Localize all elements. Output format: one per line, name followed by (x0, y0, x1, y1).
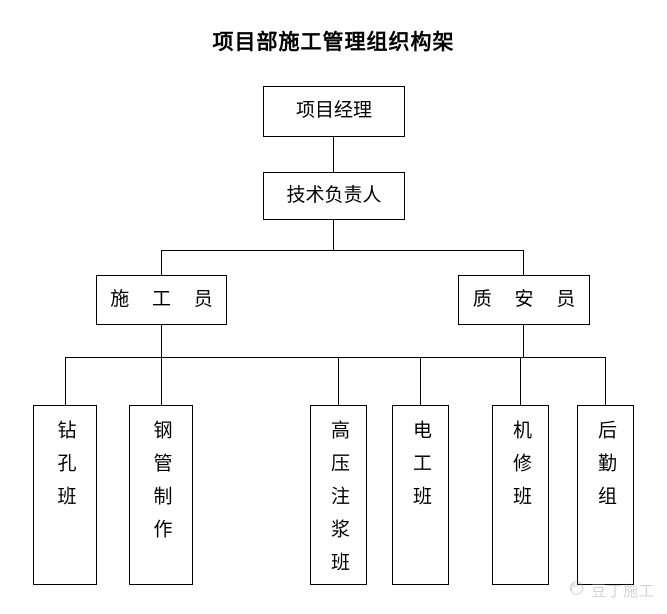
node-construction-officer[interactable]: 施 工 员 (96, 275, 227, 325)
connector-bus-level4 (65, 357, 606, 359)
node-quality-safety-officer[interactable]: 质 安 员 (458, 275, 590, 325)
node-label: 技术负责人 (286, 184, 382, 206)
node-electrician-team[interactable]: 电工班 (392, 405, 449, 585)
node-project-manager[interactable]: 项目经理 (263, 86, 405, 137)
node-technical-director[interactable]: 技术负责人 (263, 172, 405, 220)
node-label: 项目经理 (295, 100, 372, 122)
node-label: 质 安 员 (472, 288, 585, 310)
connector-pm-to-td (333, 137, 335, 172)
node-machine-repair-team[interactable]: 机修班 (492, 405, 549, 585)
connector-bus-to-steel-pipe-fabrication (161, 357, 163, 405)
connector-quality-safety-officer-stem (523, 325, 525, 357)
connector-bus-to-high-pressure-grouting-team (338, 357, 340, 405)
connector-bus-to-machine-repair-team (520, 357, 522, 405)
node-label: 高压注浆班 (328, 420, 349, 585)
node-label: 施 工 员 (110, 288, 222, 310)
node-label: 电工班 (410, 420, 431, 519)
node-label: 钻孔班 (54, 420, 76, 519)
node-logistics-group[interactable]: 后勤组 (577, 405, 634, 585)
node-label: 后勤组 (595, 420, 616, 519)
connector-bus-to-construction-officer (161, 250, 163, 275)
connector-bus-to-quality-safety-officer (523, 250, 525, 275)
connector-td-stem (333, 220, 335, 250)
connector-bus-to-logistics-group (605, 357, 607, 405)
node-label: 钢管制作 (150, 420, 172, 552)
node-drilling-team[interactable]: 钻孔班 (33, 405, 97, 585)
connector-construction-officer-stem (161, 325, 163, 357)
node-label: 机修班 (510, 420, 531, 519)
node-high-pressure-grouting-team[interactable]: 高压注浆班 (310, 405, 367, 585)
connector-bus-to-drilling-team (65, 357, 67, 405)
node-steel-pipe-fabrication[interactable]: 钢管制作 (129, 405, 193, 585)
page-title: 项目部施工管理组织构架 (212, 30, 455, 54)
connector-bus-level3 (161, 250, 524, 252)
connector-bus-to-electrician-team (420, 357, 422, 405)
